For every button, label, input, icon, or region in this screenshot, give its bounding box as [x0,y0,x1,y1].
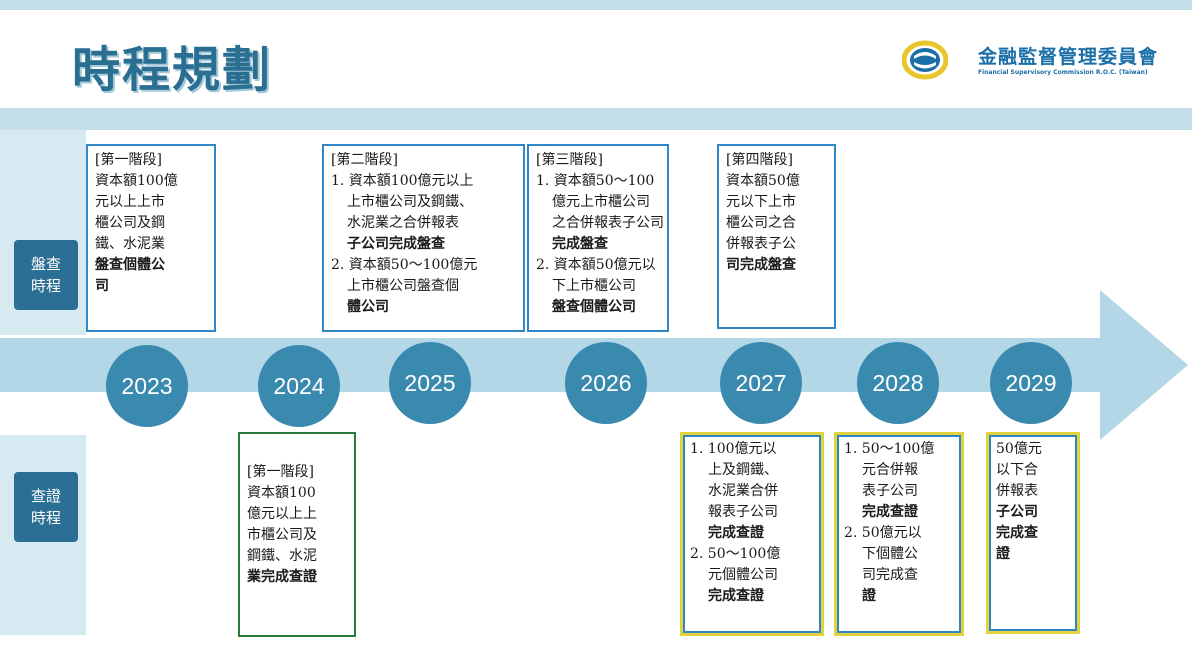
verify-2029-card: 50億元 以下合 併報表 子公司 完成查 證 [986,432,1080,634]
label-verify-schedule: 查證 時程 [14,472,78,542]
card-line: [第一階段] [95,152,162,168]
review-phase1-card: [第一階段] 資本額100億 元以上上市 櫃公司及鋼 鐵、水泥業 盤查個體公 司 [86,144,216,332]
card-line: 元個體公司 [708,567,778,583]
verify-2028-card: 1. 50～100億 元合併報 表子公司 完成查證 2. 50億元以 下個體公 … [834,432,964,636]
top-strip [0,0,1192,10]
card-line: 證 [996,546,1010,562]
card-line: 1. 資本額100億元以上 [331,173,474,189]
year-2023: 2023 [106,345,188,427]
card-line: 完成查證 [862,504,918,520]
card-line: 司 [95,278,109,294]
card-line: 業完成查證 [247,569,317,585]
card-line: [第四階段] [726,152,793,168]
card-line: 市櫃公司及 [247,527,317,543]
card-line: 億元上市櫃公司 [552,194,650,210]
page-title: 時程規劃 [72,42,273,98]
card-line: 完成查 [996,525,1038,541]
card-line: 水泥業合併 [708,483,778,499]
card-line: 資本額50億 [726,173,800,189]
card-line: [第一階段] [247,464,314,480]
card-line: 之合併報表子公司 [552,215,664,231]
review-phase2-card: [第二階段] 1. 資本額100億元以上 上市櫃公司及鋼鐵、 水泥業之合併報表 … [322,144,525,332]
card-line: 2. 資本額50億元以 [536,257,656,273]
card-line: 2. 資本額50～100億元 [331,257,478,273]
card-line: 2. 50億元以 [844,525,922,541]
label-review-line-2: 時程 [30,277,61,295]
review-phase4-card: [第四階段] 資本額50億 元以下上市 櫃公司之合 併報表子公 司完成盤查 [717,144,836,329]
card-line: 資本額100億 [95,173,178,189]
year-2027: 2027 [720,342,802,424]
card-line: 鋼鐵、水泥 [247,548,317,564]
card-line: 併報表 [996,483,1038,499]
card-line: 盤查個體公 [95,257,165,273]
card-line: 下上市櫃公司 [552,278,636,294]
card-line: [第三階段] [536,152,603,168]
card-line: 子公司 [996,504,1038,520]
card-line: 億元以上上 [247,506,317,522]
year-2026: 2026 [565,342,647,424]
year-2025: 2025 [389,342,471,424]
card-line: 1. 50～100億 [844,441,935,457]
card-line: 1. 資本額50～100 [536,173,655,189]
card-line: 水泥業之合併報表 [347,215,459,231]
year-2024: 2024 [258,345,340,427]
card-line: 上市櫃公司盤查個 [347,278,459,294]
card-line: 司完成查 [862,567,918,583]
card-line: 證 [862,588,876,604]
verify-phase1-card: [第一階段] 資本額100 億元以上上 市櫃公司及 鋼鐵、水泥 業完成查證 [238,432,356,637]
card-line: 50億元 [996,441,1042,457]
card-line: 上市櫃公司及鋼鐵、 [347,194,473,210]
card-line: 下個體公 [862,546,918,562]
card-line: 1. 100億元以 [690,441,777,457]
card-line: 完成查證 [708,588,764,604]
card-line: 司完成盤查 [726,257,796,273]
year-2028: 2028 [857,342,939,424]
card-line: 上及鋼鐵、 [708,462,778,478]
card-line: 元以下上市 [726,194,796,210]
card-line: 櫃公司及鋼 [95,215,165,231]
card-line: 子公司完成盤查 [347,236,445,252]
card-line: 櫃公司之合 [726,215,796,231]
card-line: 體公司 [347,299,389,315]
card-line: 以下合 [996,462,1038,478]
card-line: 完成查證 [708,525,764,541]
label-verify-line-2: 時程 [30,509,61,527]
label-review-schedule: 盤查 時程 [14,240,78,310]
card-line: 報表子公司 [708,504,778,520]
card-line: 資本額100 [247,485,316,501]
card-line: 2. 50～100億 [690,546,781,562]
card-line: 表子公司 [862,483,918,499]
review-phase3-card: [第三階段] 1. 資本額50～100 億元上市櫃公司 之合併報表子公司 完成盤… [527,144,669,332]
org-name-english: Financial Supervisory Commission R.O.C. … [978,69,1148,76]
card-line: 盤查個體公司 [552,299,636,315]
label-verify-line-1: 查證 [30,487,61,505]
header-band [0,108,1192,130]
verify-2027-card: 1. 100億元以 上及鋼鐵、 水泥業合併 報表子公司 完成查證 2. 50～1… [680,432,824,636]
card-line: 鐵、水泥業 [95,236,165,252]
card-line: [第二階段] [331,152,398,168]
org-name: 金融監督管理委員會 [978,46,1159,68]
label-review-line-1: 盤查 [30,255,61,273]
card-line: 完成盤查 [552,236,608,252]
card-line: 元合併報 [862,462,918,478]
card-line: 併報表子公 [726,236,796,252]
year-2029: 2029 [990,342,1072,424]
card-line: 元以上上市 [95,194,165,210]
fsc-logo-icon [902,40,948,80]
